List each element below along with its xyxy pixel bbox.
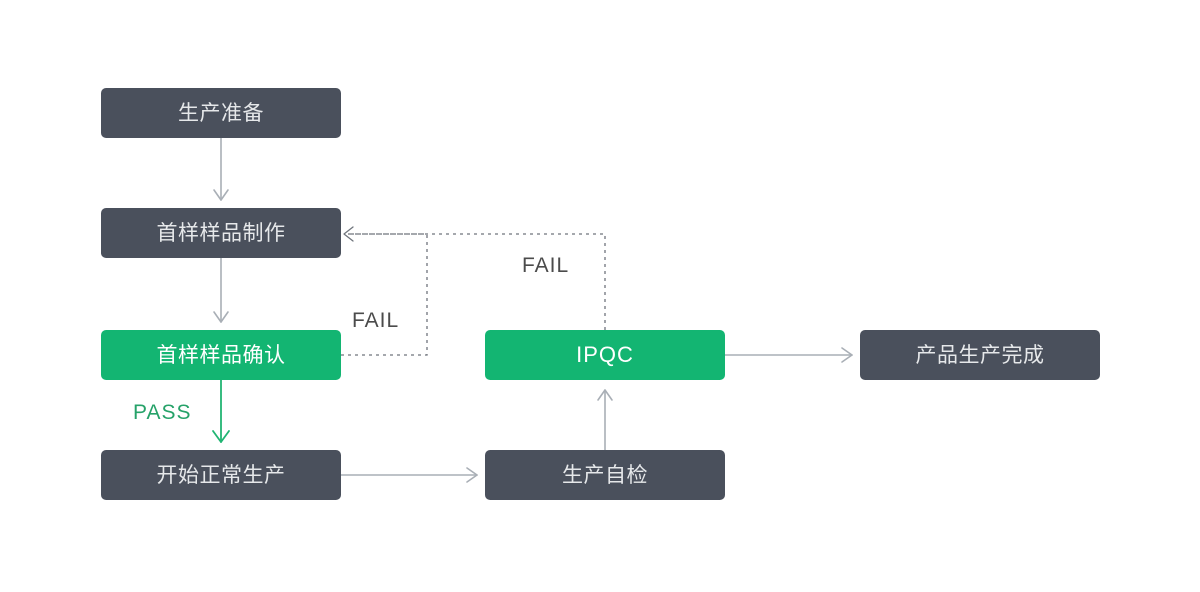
edge-selfcheck-to-ipqc (597, 389, 613, 451)
edge-massprod-to-selfcheck (340, 467, 478, 483)
edge-firstcheck-fail-to-firstmake (341, 233, 428, 356)
edge-label-fail-right: FAIL (522, 254, 570, 277)
edge-ipqc-fail-to-firstmake (348, 233, 606, 330)
node-label: 开始正常生产 (156, 463, 286, 487)
node-first-sample-making[interactable]: 首样样品制作 (101, 208, 341, 258)
node-label: IPQC (576, 342, 634, 367)
fail-arrowhead-icon (343, 226, 354, 242)
node-ipqc[interactable]: IPQC (485, 330, 725, 380)
node-production-preparation[interactable]: 生产准备 (101, 88, 341, 138)
edge-label-pass: PASS (133, 401, 192, 424)
node-label: 产品生产完成 (915, 343, 1045, 367)
node-label: 首样样品确认 (156, 343, 286, 367)
node-product-production-complete[interactable]: 产品生产完成 (860, 330, 1100, 380)
edge-firstcheck-to-massprod (212, 379, 230, 443)
edge-ipqc-to-done (724, 347, 853, 363)
node-first-sample-confirmation[interactable]: 首样样品确认 (101, 330, 341, 380)
node-start-normal-production[interactable]: 开始正常生产 (101, 450, 341, 500)
node-label: 生产准备 (178, 101, 264, 125)
node-production-self-inspection[interactable]: 生产自检 (485, 450, 725, 500)
edge-firstmake-to-firstcheck (213, 257, 229, 323)
edge-prep-to-firstmake (213, 137, 229, 201)
node-label: 生产自检 (562, 463, 648, 487)
node-label: 首样样品制作 (156, 221, 286, 245)
edge-label-fail-left: FAIL (352, 309, 400, 332)
